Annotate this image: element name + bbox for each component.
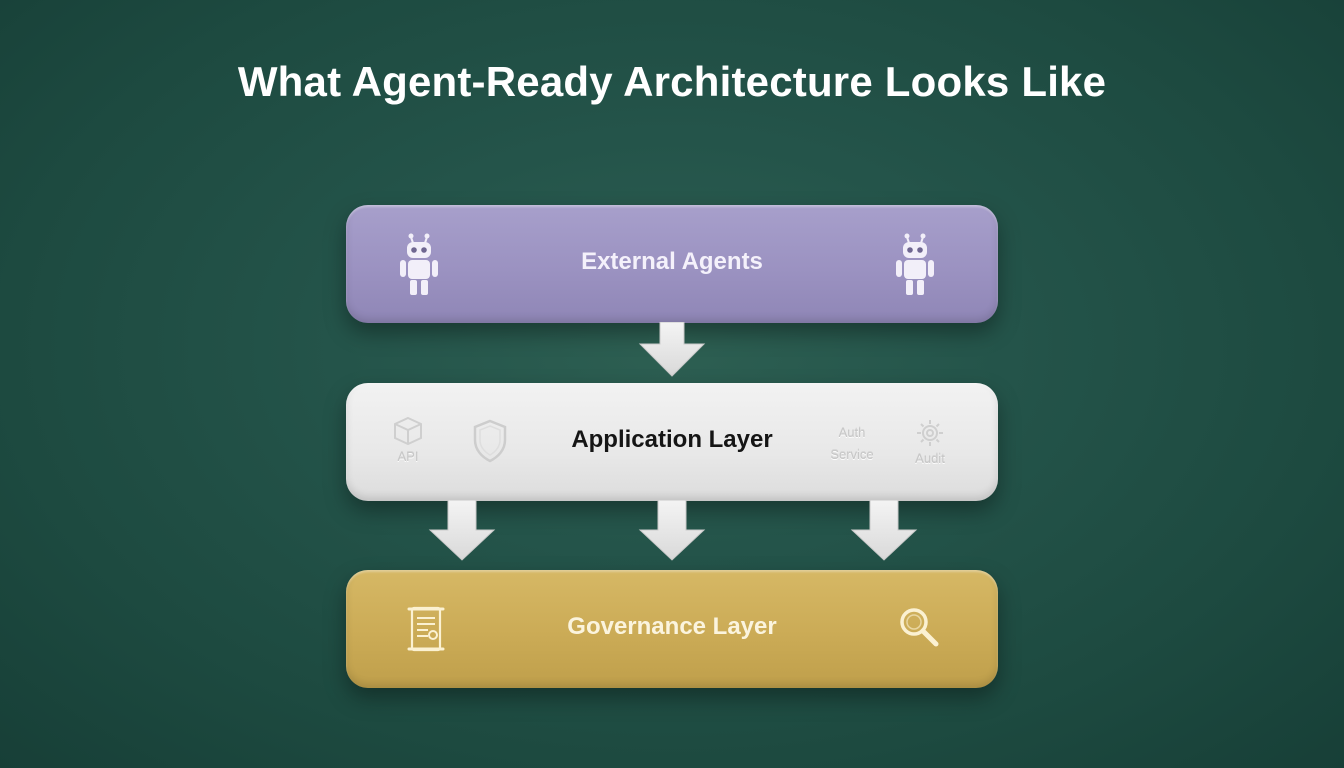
- shield-component: [470, 418, 510, 464]
- auth-service-component: Auth Service: [824, 423, 880, 463]
- application-layer-label: Application Layer: [571, 426, 773, 453]
- governance-layer-label: Governance Layer: [567, 613, 777, 640]
- application-layer: API Application Layer Auth Service: [346, 383, 998, 501]
- auth-label-line1: Auth: [838, 425, 866, 440]
- scroll-icon: [407, 606, 445, 652]
- audit-label: Audit: [915, 451, 945, 466]
- arrow-down-icon: [850, 500, 918, 561]
- robot-icon: [400, 233, 438, 295]
- external-agents-label: External Agents: [581, 248, 763, 275]
- arrow-down-icon: [428, 500, 496, 561]
- page-title: What Agent-Ready Architecture Looks Like: [237, 58, 1107, 105]
- magnifier-icon: [900, 608, 939, 647]
- robot-icon: [896, 233, 934, 295]
- governance-layer: Governance Layer: [346, 570, 998, 688]
- arrow-down-icon: [638, 322, 706, 377]
- cube-icon: [394, 416, 422, 446]
- shield-icon: [473, 419, 507, 463]
- api-component: API: [390, 416, 426, 468]
- gear-icon: [917, 420, 943, 446]
- auth-label-line2: Service: [830, 447, 874, 462]
- audit-component: Audit: [910, 419, 950, 467]
- arrow-down-icon: [638, 500, 706, 561]
- external-agents-layer: External Agents: [346, 205, 998, 323]
- api-label: API: [397, 449, 419, 464]
